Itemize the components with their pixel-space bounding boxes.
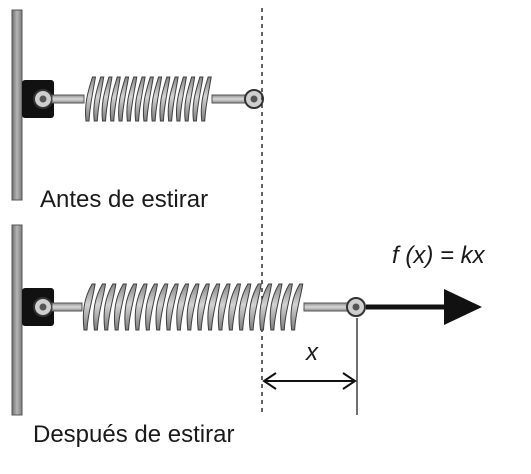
spring-coil [109, 76, 121, 122]
spring-coils-top [85, 76, 212, 122]
spring-coil [290, 283, 304, 331]
rod-right-top [211, 94, 249, 104]
displacement-label: x [306, 339, 318, 366]
force-equation-label: f (x) = kx [392, 242, 485, 269]
spring-coil [134, 283, 148, 331]
spring-coil [124, 283, 138, 331]
spring-coil [207, 283, 221, 331]
displacement-arrow [262, 372, 357, 390]
caption-before-stretch: Antes de estirar [40, 186, 209, 213]
spring-coil [167, 76, 179, 122]
rod-left-top [51, 94, 85, 104]
spring-coil [259, 283, 273, 331]
spring-coil [93, 283, 107, 331]
spring-coil [175, 76, 187, 122]
spring-coil [85, 76, 97, 122]
spring-coil [93, 76, 105, 122]
spring-coil [151, 76, 163, 122]
spring-coil [280, 283, 293, 331]
spring-coil [103, 283, 117, 331]
spring-coil [176, 283, 190, 331]
wall-top [11, 9, 23, 201]
spring-coil [118, 76, 130, 122]
spring-coil [186, 283, 200, 331]
spring-coil [269, 283, 283, 331]
spring-coil [228, 283, 242, 331]
spring-coil [192, 76, 204, 122]
rod-left-bottom [51, 302, 83, 312]
after-stretch-group [11, 224, 482, 416]
spring-coil [134, 76, 146, 122]
spring-coil [145, 283, 158, 331]
spring-coil [200, 76, 212, 122]
spring-coil [217, 283, 231, 331]
rod-right-bottom [303, 302, 351, 312]
spring-coils-bottom [82, 283, 304, 331]
wall-bottom [11, 224, 23, 416]
spring-coil [248, 283, 262, 331]
spring-coil [159, 76, 171, 122]
before-stretch-group [11, 9, 264, 201]
spring-coil [82, 283, 96, 331]
spring-coil [165, 283, 179, 331]
spring-coil [184, 76, 196, 122]
force-arrow-head [444, 289, 482, 325]
spring-coil [155, 283, 169, 331]
spring-coil [238, 283, 252, 331]
caption-after-stretch: Después de estirar [33, 421, 235, 448]
spring-coil [196, 283, 210, 331]
spring-coil [113, 283, 127, 331]
spring-coil [101, 76, 113, 122]
spring-coil [142, 76, 154, 122]
spring-coil [126, 76, 138, 122]
